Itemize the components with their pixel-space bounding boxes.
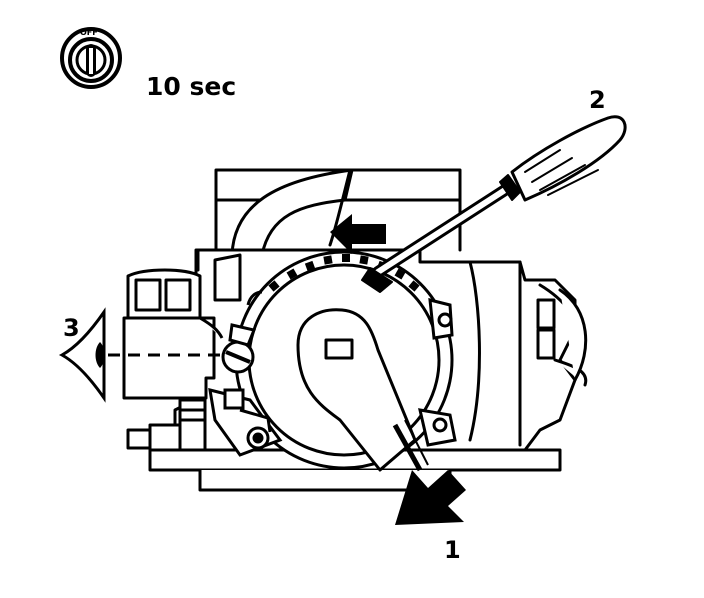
sensor-connector — [122, 268, 224, 400]
throttle-lever — [296, 308, 429, 472]
ignition-switch-off-icon: OFF — [60, 27, 122, 89]
screwdriver-tool — [361, 115, 627, 293]
callout-2: 2 — [589, 86, 606, 114]
duration-label: 10 sec — [146, 72, 236, 101]
off-label: OFF — [80, 28, 98, 37]
callout-3: 3 — [63, 314, 80, 342]
callout-1: 1 — [444, 536, 461, 564]
hose-fitting — [126, 398, 207, 452]
direction-arrow-left — [330, 214, 386, 254]
push-arrow — [395, 470, 466, 525]
sight-line — [58, 307, 236, 403]
